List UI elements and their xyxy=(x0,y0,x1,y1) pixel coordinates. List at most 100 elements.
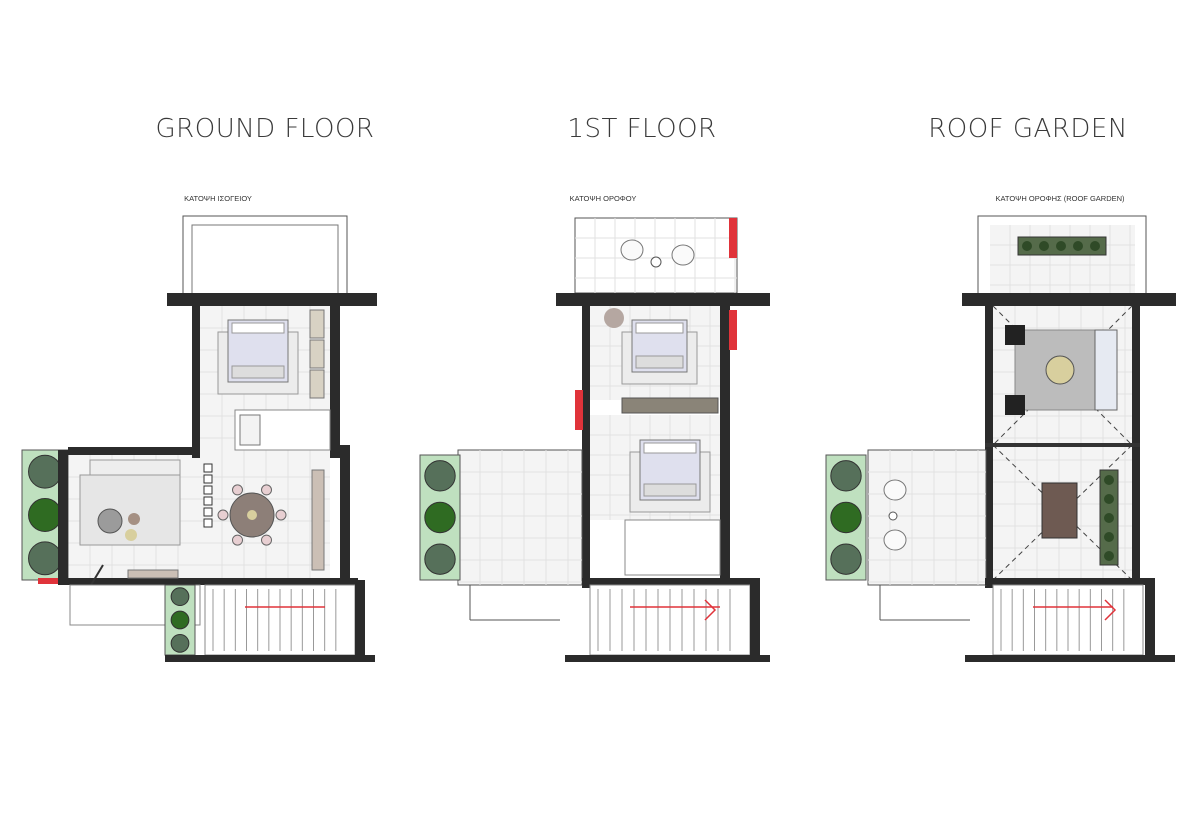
plant-icon xyxy=(28,498,62,532)
ground-floor-subtitle: ΚΑΤΟΨΗ ΙΣΟΓΕΙΟΥ xyxy=(184,194,252,203)
plant-icon xyxy=(1104,513,1114,523)
first-floor-title: 1ST FLOOR xyxy=(567,114,717,144)
plant-icon xyxy=(170,633,190,653)
side-table xyxy=(128,513,140,525)
step xyxy=(203,496,213,506)
wall xyxy=(750,578,760,660)
wall xyxy=(68,578,358,585)
balcony xyxy=(574,217,738,294)
lounge-chair xyxy=(883,529,907,551)
first-floor-plan xyxy=(419,217,770,662)
roof-garden-title: ROOF GARDEN xyxy=(928,114,1128,144)
wardrobe xyxy=(309,309,325,339)
plant-icon xyxy=(28,454,62,489)
shower xyxy=(239,414,261,446)
pillows xyxy=(635,322,684,334)
dining-chair xyxy=(232,534,243,546)
wall xyxy=(985,578,1145,585)
pillows xyxy=(643,442,697,454)
step xyxy=(203,474,213,484)
wall xyxy=(582,298,590,588)
wardrobe xyxy=(309,339,325,369)
dining-chair xyxy=(232,484,243,496)
plant-icon xyxy=(1022,241,1032,251)
red-marker xyxy=(729,310,737,350)
dining-table xyxy=(1041,482,1078,539)
plant-icon xyxy=(424,501,456,534)
lounge-chair xyxy=(671,244,695,266)
console xyxy=(127,569,179,579)
plant-icon xyxy=(1039,241,1049,251)
plant-icon xyxy=(1056,241,1066,251)
centerpiece xyxy=(247,510,257,520)
plant-icon xyxy=(28,541,62,576)
red-marker xyxy=(575,390,583,430)
wall xyxy=(58,450,68,585)
step xyxy=(203,518,213,528)
step xyxy=(203,463,213,473)
armchair xyxy=(1005,325,1025,345)
lounge-chair xyxy=(883,479,907,501)
side-table xyxy=(125,529,137,541)
wall xyxy=(68,447,200,455)
bed-runner xyxy=(635,355,684,369)
wall xyxy=(720,298,730,588)
roof-terrace xyxy=(990,225,1135,293)
coffee-table xyxy=(1045,355,1075,385)
plant-icon xyxy=(1104,475,1114,485)
wall xyxy=(167,293,377,306)
step xyxy=(203,507,213,517)
wall xyxy=(965,655,1175,662)
red-marker xyxy=(38,578,66,584)
armchair xyxy=(604,308,624,328)
plant-icon xyxy=(1073,241,1083,251)
bed-runner xyxy=(643,483,697,497)
plant-icon xyxy=(830,460,862,492)
stair-arrow xyxy=(704,599,717,621)
plant-icon xyxy=(170,610,190,630)
terrace xyxy=(457,449,583,586)
wardrobe xyxy=(621,397,719,414)
side-table xyxy=(888,511,898,521)
lounge-chair xyxy=(620,239,644,261)
plant-icon xyxy=(424,460,456,492)
terrace xyxy=(867,449,987,586)
plant-icon xyxy=(424,543,456,575)
armchair xyxy=(1005,395,1025,415)
dining-chair xyxy=(217,509,229,521)
wall xyxy=(165,655,375,662)
coffee-table xyxy=(97,508,123,534)
sofa xyxy=(1094,329,1118,411)
wall xyxy=(340,445,350,585)
dining-chair xyxy=(275,509,287,521)
wall xyxy=(192,298,200,458)
wall xyxy=(330,298,340,458)
dining-chair xyxy=(261,534,272,546)
plant-icon xyxy=(830,543,862,575)
wall xyxy=(565,655,770,662)
step xyxy=(203,485,213,495)
plant-icon xyxy=(170,587,190,607)
roof-garden-plan xyxy=(825,215,1176,662)
stair-arrow xyxy=(1104,599,1117,621)
dining-chair xyxy=(261,484,272,496)
pillows xyxy=(231,322,285,334)
roof-garden-subtitle: ΚΑΤΟΨΗ ΟΡΟΦΗΣ (ROOF GARDEN) xyxy=(995,194,1125,203)
wardrobe xyxy=(309,369,325,399)
balcony-outline xyxy=(182,215,348,299)
wall xyxy=(1145,578,1155,660)
plant-icon xyxy=(1104,494,1114,504)
bathroom xyxy=(624,519,721,576)
sideboard xyxy=(311,469,325,571)
ground-floor-plan xyxy=(21,215,377,662)
side-table xyxy=(650,256,662,268)
wall xyxy=(556,293,770,306)
wall xyxy=(582,578,757,585)
plant-icon xyxy=(1104,551,1114,561)
plant-icon xyxy=(1104,532,1114,542)
wall xyxy=(355,580,365,660)
plant-icon xyxy=(1090,241,1100,251)
wall xyxy=(962,293,1176,306)
ground-floor-title: GROUND FLOOR xyxy=(155,114,375,144)
